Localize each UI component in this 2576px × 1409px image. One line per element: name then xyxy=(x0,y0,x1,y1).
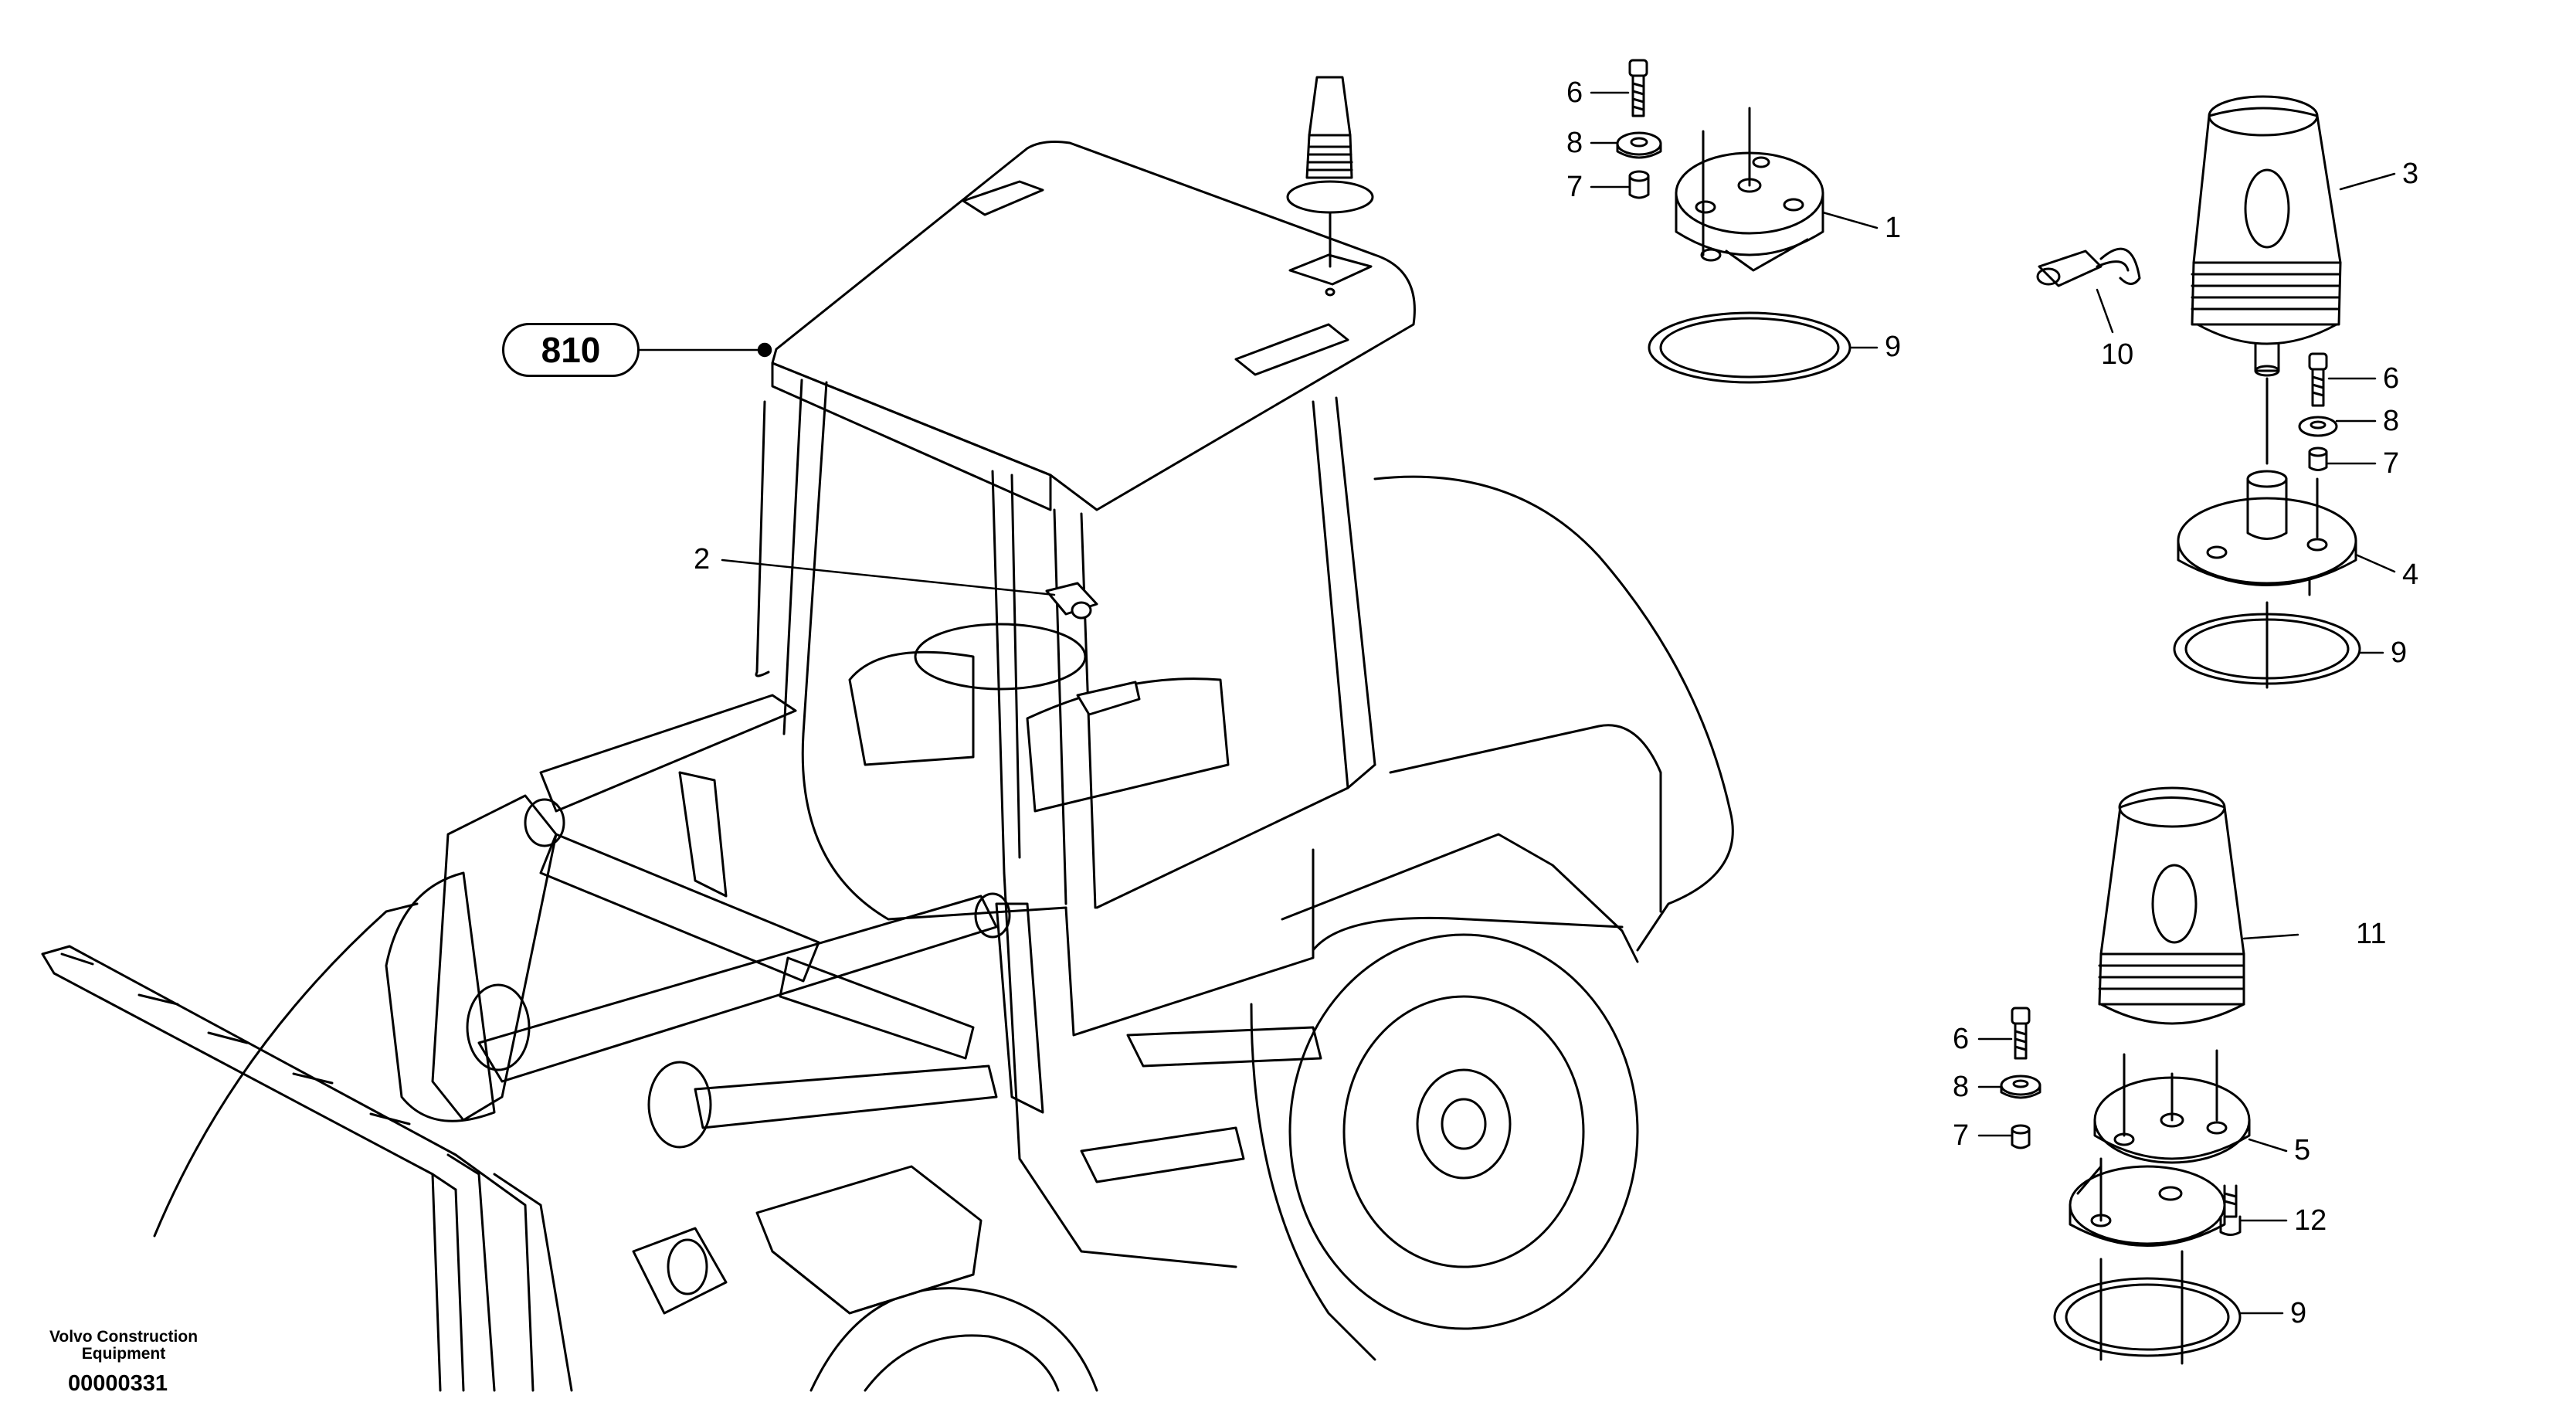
callout-7: 7 xyxy=(1566,171,1583,203)
callout-1: 1 xyxy=(1885,212,1902,244)
base-assembly-1 xyxy=(1617,60,1850,382)
image-code: 00000331 xyxy=(68,1371,168,1396)
callout-8: 8 xyxy=(1566,127,1583,159)
callout-9: 9 xyxy=(2391,637,2408,669)
callout-4: 4 xyxy=(2402,559,2419,591)
callout-5: 5 xyxy=(2294,1134,2311,1166)
roof-beacon-installed xyxy=(1288,77,1373,295)
callout-6: 6 xyxy=(1566,76,1583,109)
callout-11: 11 xyxy=(2356,918,2387,950)
wheel-loader-drawing xyxy=(42,142,1733,1390)
callout-10: 10 xyxy=(2101,338,2134,371)
callout-2: 2 xyxy=(694,543,711,575)
callout-7: 7 xyxy=(1953,1119,1970,1152)
callout-9: 9 xyxy=(1885,331,1902,363)
leader-lines xyxy=(640,93,2394,1313)
brand-label: Volvo Construction Equipment xyxy=(31,1329,216,1363)
beacon-assembly-3 xyxy=(2038,97,2360,688)
callout-3: 3 xyxy=(2402,158,2419,190)
callout-6: 6 xyxy=(2383,362,2400,395)
callout-12: 12 xyxy=(2294,1204,2327,1237)
cab-light-part xyxy=(1047,583,1097,618)
callout-6: 6 xyxy=(1953,1023,1970,1055)
reference-810-button[interactable]: 810 xyxy=(502,323,640,377)
callout-8: 8 xyxy=(2383,405,2400,437)
callout-7: 7 xyxy=(2383,447,2400,480)
callout-8: 8 xyxy=(1953,1071,1970,1103)
beacon-assembly-11 xyxy=(2001,788,2249,1363)
callout-9: 9 xyxy=(2290,1297,2307,1329)
brand-line-2: Equipment xyxy=(81,1345,166,1363)
brand-line-1: Volvo Construction xyxy=(49,1328,199,1346)
